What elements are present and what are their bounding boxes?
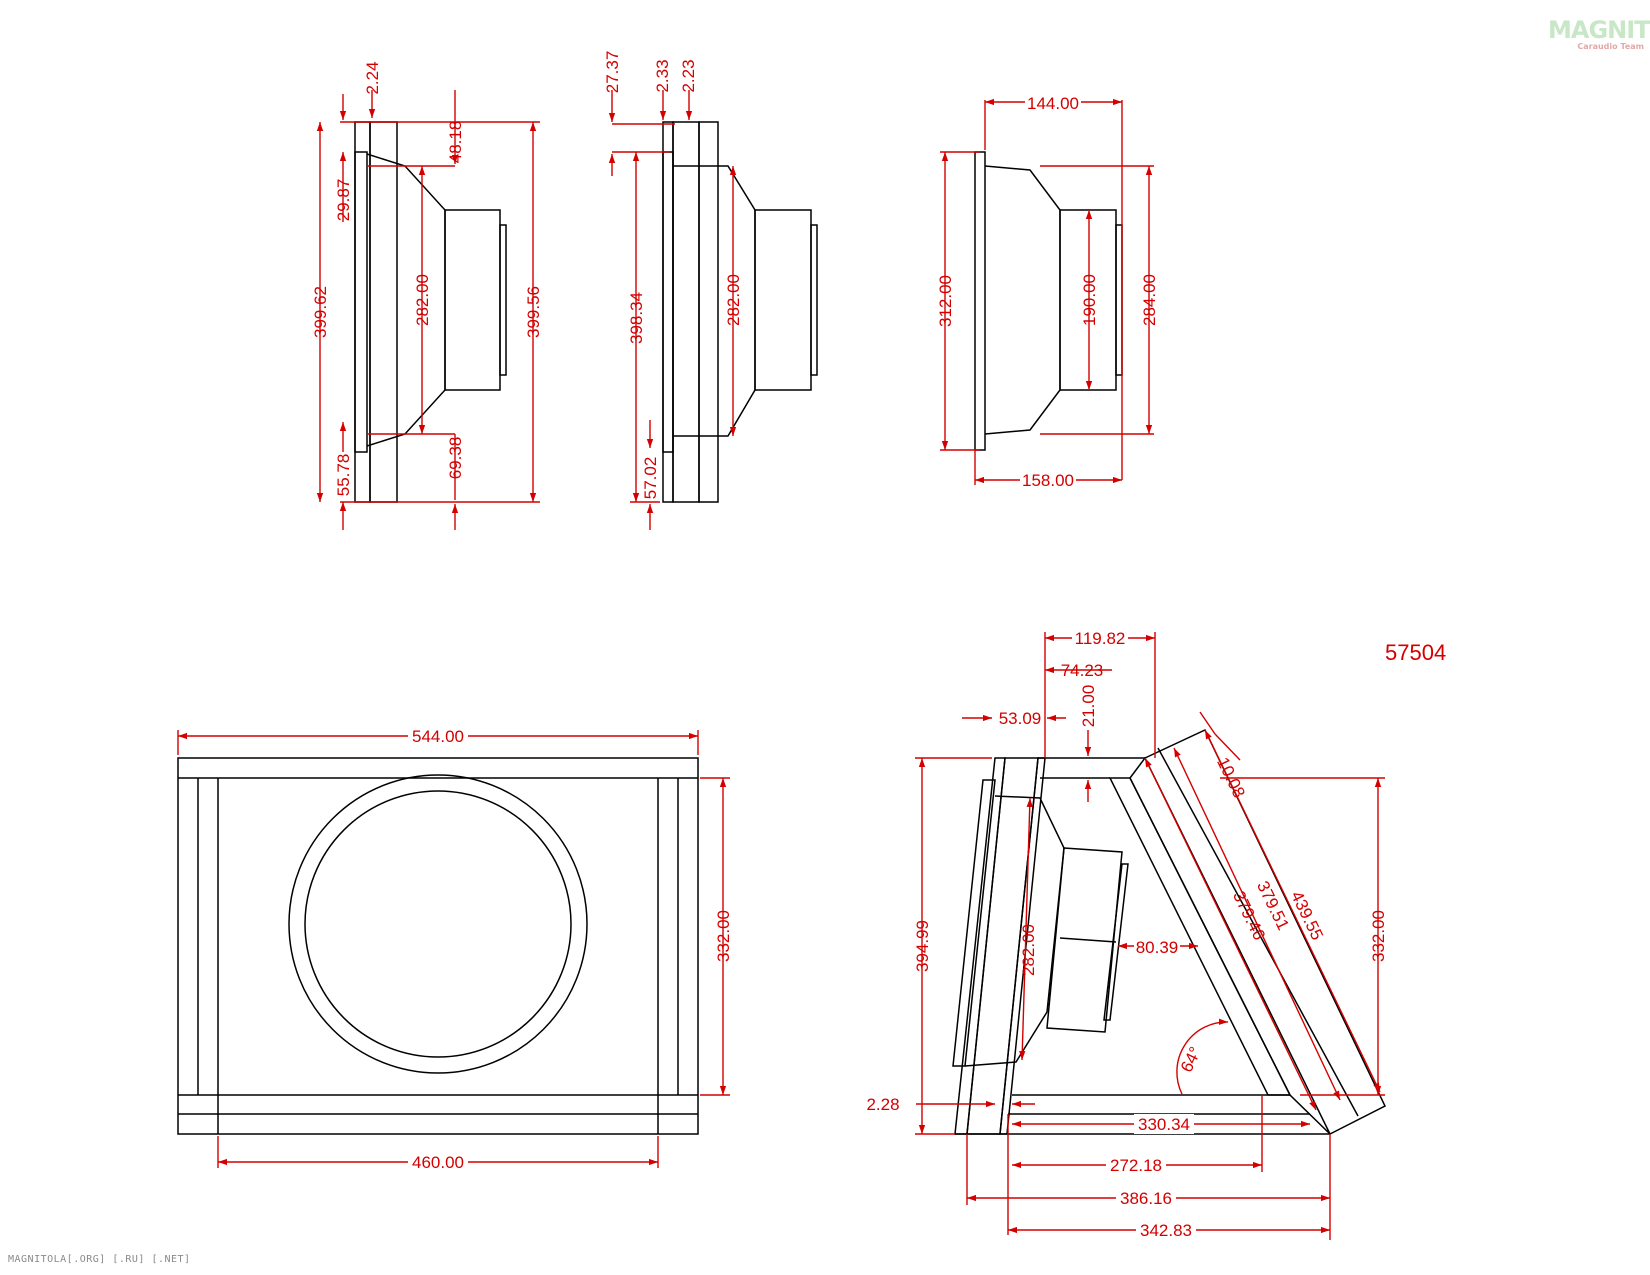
- dim-label: 342.83: [1140, 1221, 1192, 1240]
- dim-label: 272.18: [1110, 1156, 1162, 1175]
- dim-label: 398.34: [627, 292, 646, 344]
- dim-label: 74.23: [1061, 661, 1104, 680]
- dim-label: 439.55: [1287, 888, 1327, 943]
- dim-label: 2.24: [363, 61, 382, 94]
- side-view-c-outline: [974, 151, 1123, 451]
- side-view-a: 399.62 399.56 2.24 29.87 48.18 282.00 55…: [311, 61, 543, 530]
- dim-label: 2.33: [653, 59, 672, 92]
- side-view-b-dimensions: 27.37 2.33 2.23 398.34 282.00 57.02: [603, 51, 743, 530]
- dim-label: 2.23: [679, 59, 698, 92]
- dim-label: 282.00: [413, 274, 432, 326]
- dim-label: 332.00: [714, 910, 733, 962]
- front-view-outline: [177, 757, 699, 1135]
- side-view-b-outline: [662, 121, 818, 503]
- dim-label: 190.00: [1080, 274, 1099, 326]
- dim-label: 394.99: [913, 920, 932, 972]
- dim-label: 460.00: [412, 1153, 464, 1172]
- logo-text: MAGNITOLA: [1548, 16, 1650, 44]
- footer-watermark: MAGNITOLA[.ORG] [.RU] [.NET]: [8, 1254, 191, 1265]
- section-view-dimensions: 119.82 74.23 53.09 21.00 10.08 394.99 28…: [866, 628, 1388, 1240]
- dim-label: 332.00: [1369, 910, 1388, 962]
- dim-label: 69.38: [446, 437, 465, 480]
- dim-label: 119.82: [1075, 629, 1126, 648]
- dim-label: 48.18: [446, 121, 465, 164]
- dim-label: 399.56: [524, 286, 543, 338]
- section-view: 119.82 74.23 53.09 21.00 10.08 394.99 28…: [866, 628, 1388, 1240]
- side-view-a-dimensions: 399.62 399.56 2.24 29.87 48.18 282.00 55…: [311, 61, 543, 530]
- dim-label: 29.87: [334, 179, 353, 222]
- dim-label: 282.00: [1019, 924, 1038, 976]
- dim-label: 21.00: [1079, 685, 1098, 728]
- dim-label: 53.09: [999, 709, 1042, 728]
- drawing-number: 57504: [1385, 640, 1447, 665]
- dim-label: 57.02: [641, 457, 660, 500]
- dim-label: 27.37: [603, 51, 622, 94]
- dim-label: 312.00: [936, 275, 955, 327]
- dim-label: 282.00: [724, 274, 743, 326]
- dim-label: 80.39: [1136, 938, 1179, 957]
- magnitola-logo: MAGNITOLA Caraudio Team: [1548, 16, 1650, 51]
- side-view-c-dimensions: 144.00 312.00 190.00 284.00 158.00: [936, 92, 1159, 490]
- dim-label: 284.00: [1140, 274, 1159, 326]
- dim-label: 386.16: [1120, 1189, 1172, 1208]
- side-view-b: 27.37 2.33 2.23 398.34 282.00 57.02: [603, 51, 818, 530]
- dim-label: 2.28: [866, 1095, 899, 1114]
- dim-label: 330.34: [1138, 1115, 1190, 1134]
- front-view-dimensions: 544.00 332.00 460.00: [177, 726, 733, 1172]
- dim-label: 144.00: [1027, 94, 1079, 113]
- dim-label: 399.62: [311, 286, 330, 338]
- dim-label: 158.00: [1022, 471, 1074, 490]
- front-view: 544.00 332.00 460.00: [177, 726, 733, 1172]
- dim-label: 55.78: [334, 454, 353, 497]
- dim-label: 64°: [1177, 1044, 1205, 1075]
- logo-subtitle: Caraudio Team: [1577, 42, 1644, 51]
- dim-label: 544.00: [412, 727, 464, 746]
- side-view-c: 144.00 312.00 190.00 284.00 158.00: [936, 92, 1159, 490]
